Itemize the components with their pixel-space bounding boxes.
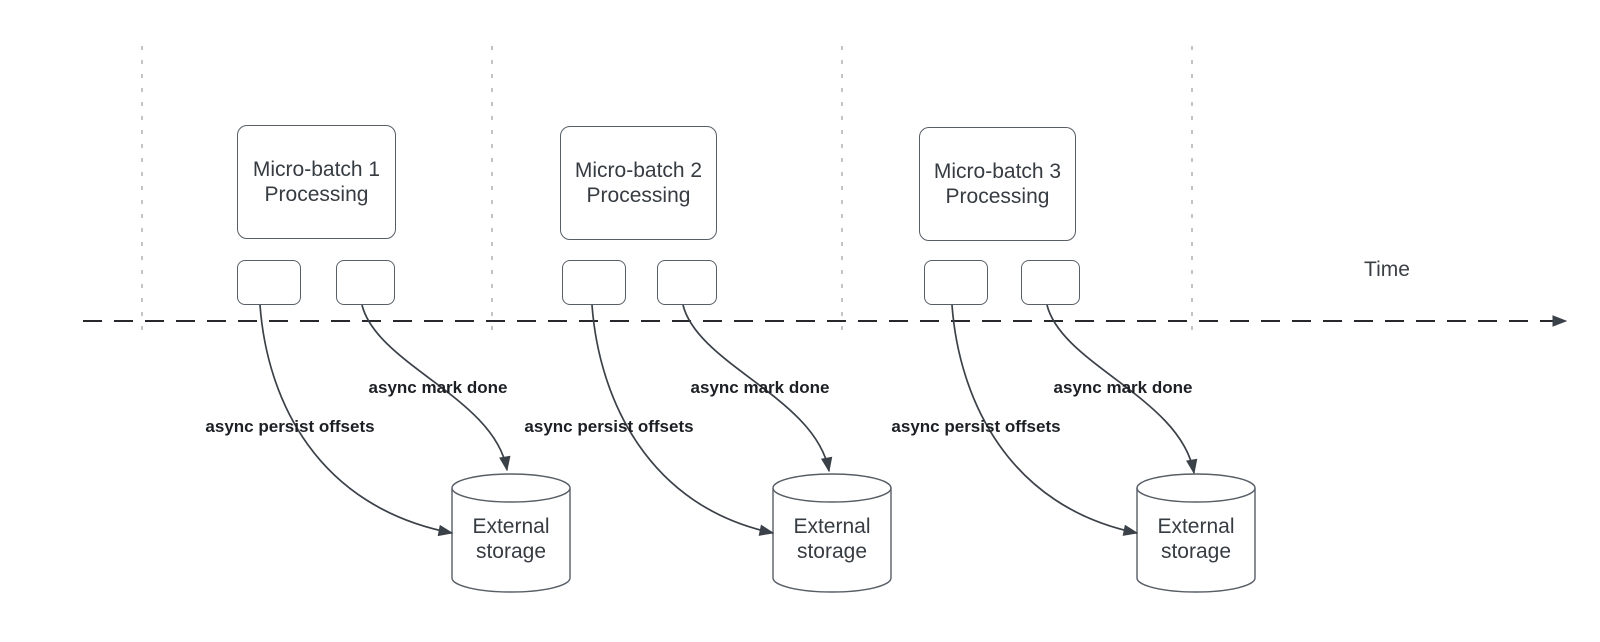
micro-batch-1-box: Micro-batch 1 Processing xyxy=(237,125,396,239)
mark-done-label-2: async mark done xyxy=(690,378,830,397)
micro-batch-3-offset-chip xyxy=(924,260,988,305)
persist-offsets-label-3: async persist offsets xyxy=(891,417,1061,436)
mark-done-label-1: async mark done xyxy=(368,378,508,397)
external-storage-label-2: External storage xyxy=(793,515,871,563)
micro-batch-3-title: Micro-batch 3 Processing xyxy=(933,160,1062,208)
persist-offsets-label-1: async persist offsets xyxy=(205,417,375,436)
persist-offsets-label-2: async persist offsets xyxy=(524,417,694,436)
external-storage-label-1: External storage xyxy=(472,515,550,563)
storage-cylinder-1 xyxy=(451,473,571,593)
micro-batch-2-done-chip xyxy=(657,260,717,305)
micro-batch-1-offset-chip xyxy=(237,260,301,305)
mark-done-label-3: async mark done xyxy=(1053,378,1193,397)
mark-done-arrow-2 xyxy=(682,304,829,471)
micro-batch-2-title: Micro-batch 2 Processing xyxy=(574,159,703,207)
micro-batch-3-done-chip xyxy=(1021,260,1080,305)
storage-cylinder-2 xyxy=(772,473,892,593)
storage-cylinder-3 xyxy=(1136,473,1256,593)
micro-batch-2-offset-chip xyxy=(562,260,626,305)
micro-batch-2-box: Micro-batch 2 Processing xyxy=(560,126,717,240)
mark-done-arrow-1 xyxy=(361,304,507,470)
time-label: Time xyxy=(1364,258,1410,281)
micro-batch-3-box: Micro-batch 3 Processing xyxy=(919,127,1076,241)
micro-batch-1-title: Micro-batch 1 Processing xyxy=(252,158,381,206)
external-storage-label-3: External storage xyxy=(1157,515,1235,563)
persist-offsets-arrow-2 xyxy=(591,304,773,533)
micro-batch-1-done-chip xyxy=(336,260,395,305)
mark-done-arrow-3 xyxy=(1046,304,1194,473)
persist-offsets-arrow-1 xyxy=(259,304,452,533)
persist-offsets-arrow-3 xyxy=(951,304,1137,533)
